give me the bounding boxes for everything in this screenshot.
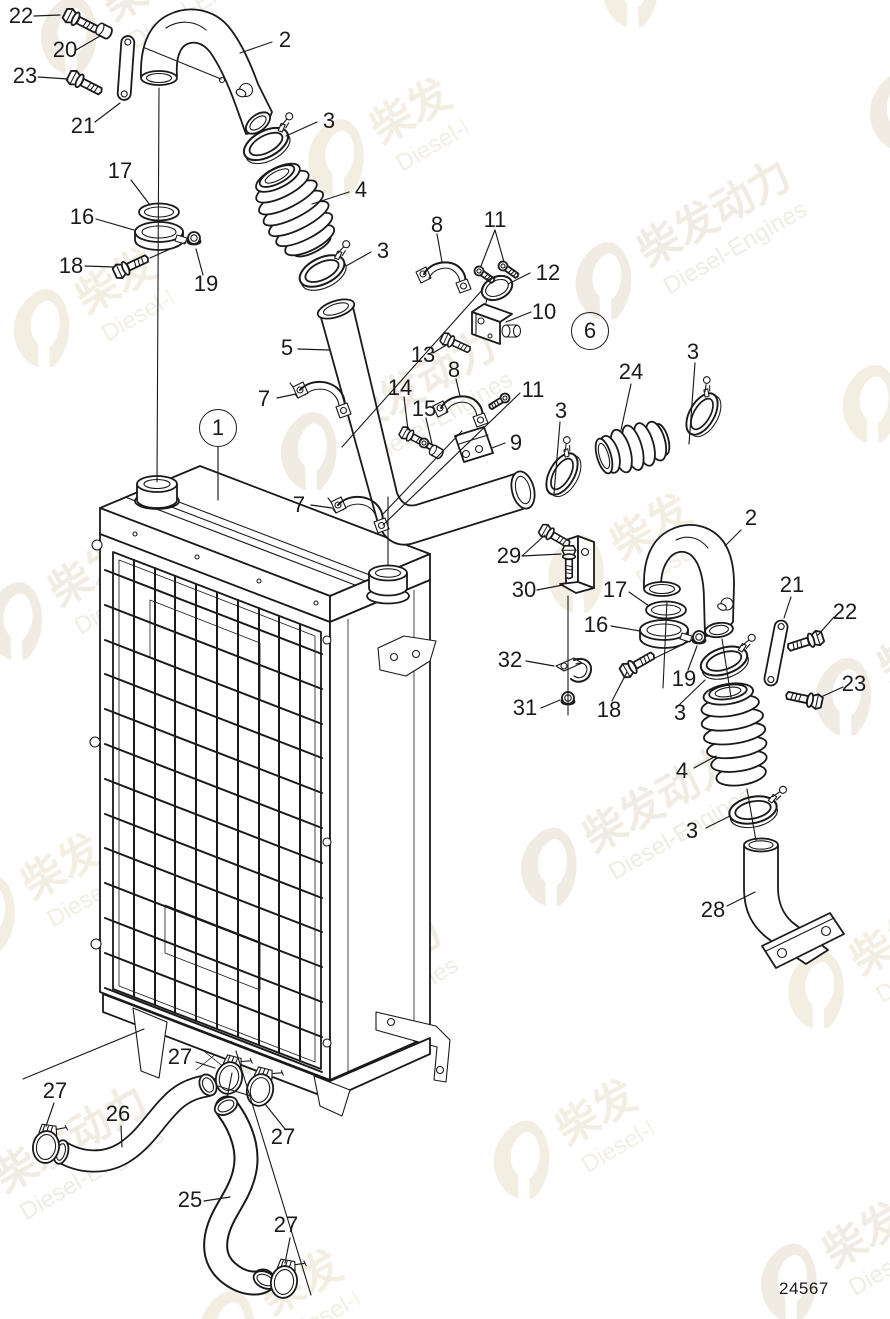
inlet-port-right bbox=[366, 564, 410, 605]
side-bracket-lower bbox=[375, 1011, 451, 1083]
side-bracket-upper bbox=[377, 635, 437, 677]
bellows-hose-4-lower bbox=[700, 682, 768, 787]
guard-grid-vertical-bars bbox=[133, 559, 301, 1062]
mounting-foot-right bbox=[313, 1075, 351, 1117]
lock-nut-19a bbox=[186, 231, 202, 246]
bracket-10 bbox=[471, 303, 522, 345]
o-ring-17a bbox=[138, 202, 180, 222]
mounting-foot-left bbox=[132, 1007, 168, 1079]
inlet-port-left bbox=[134, 475, 180, 510]
coolant-hose-25 bbox=[203, 1095, 278, 1296]
link-strap-21a bbox=[116, 35, 136, 101]
rubber-clamp-12 bbox=[480, 274, 514, 307]
link-strap-21b bbox=[763, 619, 789, 687]
bracket-9 bbox=[454, 426, 494, 463]
charge-air-pipe-5 bbox=[316, 298, 536, 546]
elbow-pipe-2-right bbox=[643, 524, 735, 639]
bellows-hose-24 bbox=[594, 420, 671, 475]
bellows-hose-4-upper bbox=[255, 162, 336, 258]
charge-air-cooler bbox=[89, 465, 451, 1117]
assembly-axis-lines bbox=[22, 47, 757, 1296]
elbow-pipe-2-upper bbox=[140, 8, 273, 135]
lock-nut-19b bbox=[691, 630, 707, 645]
outlet-elbow-28 bbox=[743, 837, 845, 969]
leader-lines bbox=[33, 14, 844, 1264]
drawing-number: 24567 bbox=[779, 1279, 829, 1298]
hose-clamp-16a bbox=[134, 221, 188, 251]
guard-grid-horizontal-bars bbox=[104, 569, 323, 1073]
